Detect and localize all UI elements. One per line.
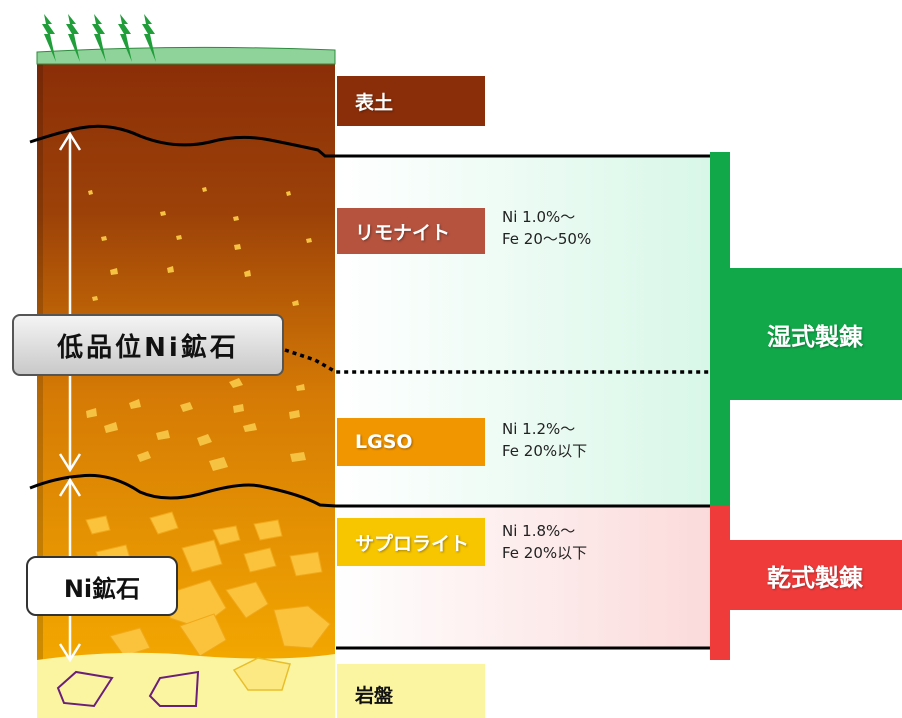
low-grade-range-arrow	[58, 131, 82, 473]
saprolite-boundary-line	[29, 473, 710, 508]
saprolite-ni-grade: Ni 1.8%〜	[502, 522, 576, 540]
pyro-bar	[710, 506, 730, 660]
layer-label-saprolite: サプロライト	[337, 518, 485, 566]
hydro-bar	[710, 152, 730, 506]
grass-icon	[42, 14, 156, 62]
pyrometallurgy-box: 乾式製錬	[728, 540, 902, 610]
lgso-grade: Ni 1.2%〜 Fe 20%以下	[502, 418, 587, 462]
limonite-ni-grade: Ni 1.0%〜	[502, 208, 576, 226]
saprolite-grade: Ni 1.8%〜 Fe 20%以下	[502, 520, 587, 564]
ni-ore-callout: Ni鉱石	[26, 556, 178, 616]
layer-label-limonite: リモナイト	[337, 208, 485, 254]
layer-label-lgso: LGSO	[337, 418, 485, 466]
hydrometallurgy-box: 湿式製錬	[728, 268, 902, 400]
saprolite-fe-grade: Fe 20%以下	[502, 544, 588, 562]
saprolite-fragments	[85, 511, 331, 657]
bedrock-rocks	[56, 670, 200, 708]
low-grade-ore-callout: 低品位Ni鉱石	[12, 314, 284, 376]
layer-label-topsoil: 表土	[337, 76, 485, 126]
lgso-dotted-line	[284, 348, 710, 374]
layer-label-bedrock: 岩盤	[355, 684, 394, 707]
limonite-grade: Ni 1.0%〜 Fe 20〜50%	[502, 206, 591, 250]
limonite-boundary-line	[29, 124, 710, 158]
limonite-fe-grade: Fe 20〜50%	[502, 230, 592, 248]
lgso-ni-grade: Ni 1.2%〜	[502, 420, 576, 438]
bedrock	[37, 652, 335, 718]
grass-strip	[36, 46, 336, 65]
ore-flecks	[86, 187, 312, 471]
lgso-fe-grade: Fe 20%以下	[502, 442, 588, 460]
